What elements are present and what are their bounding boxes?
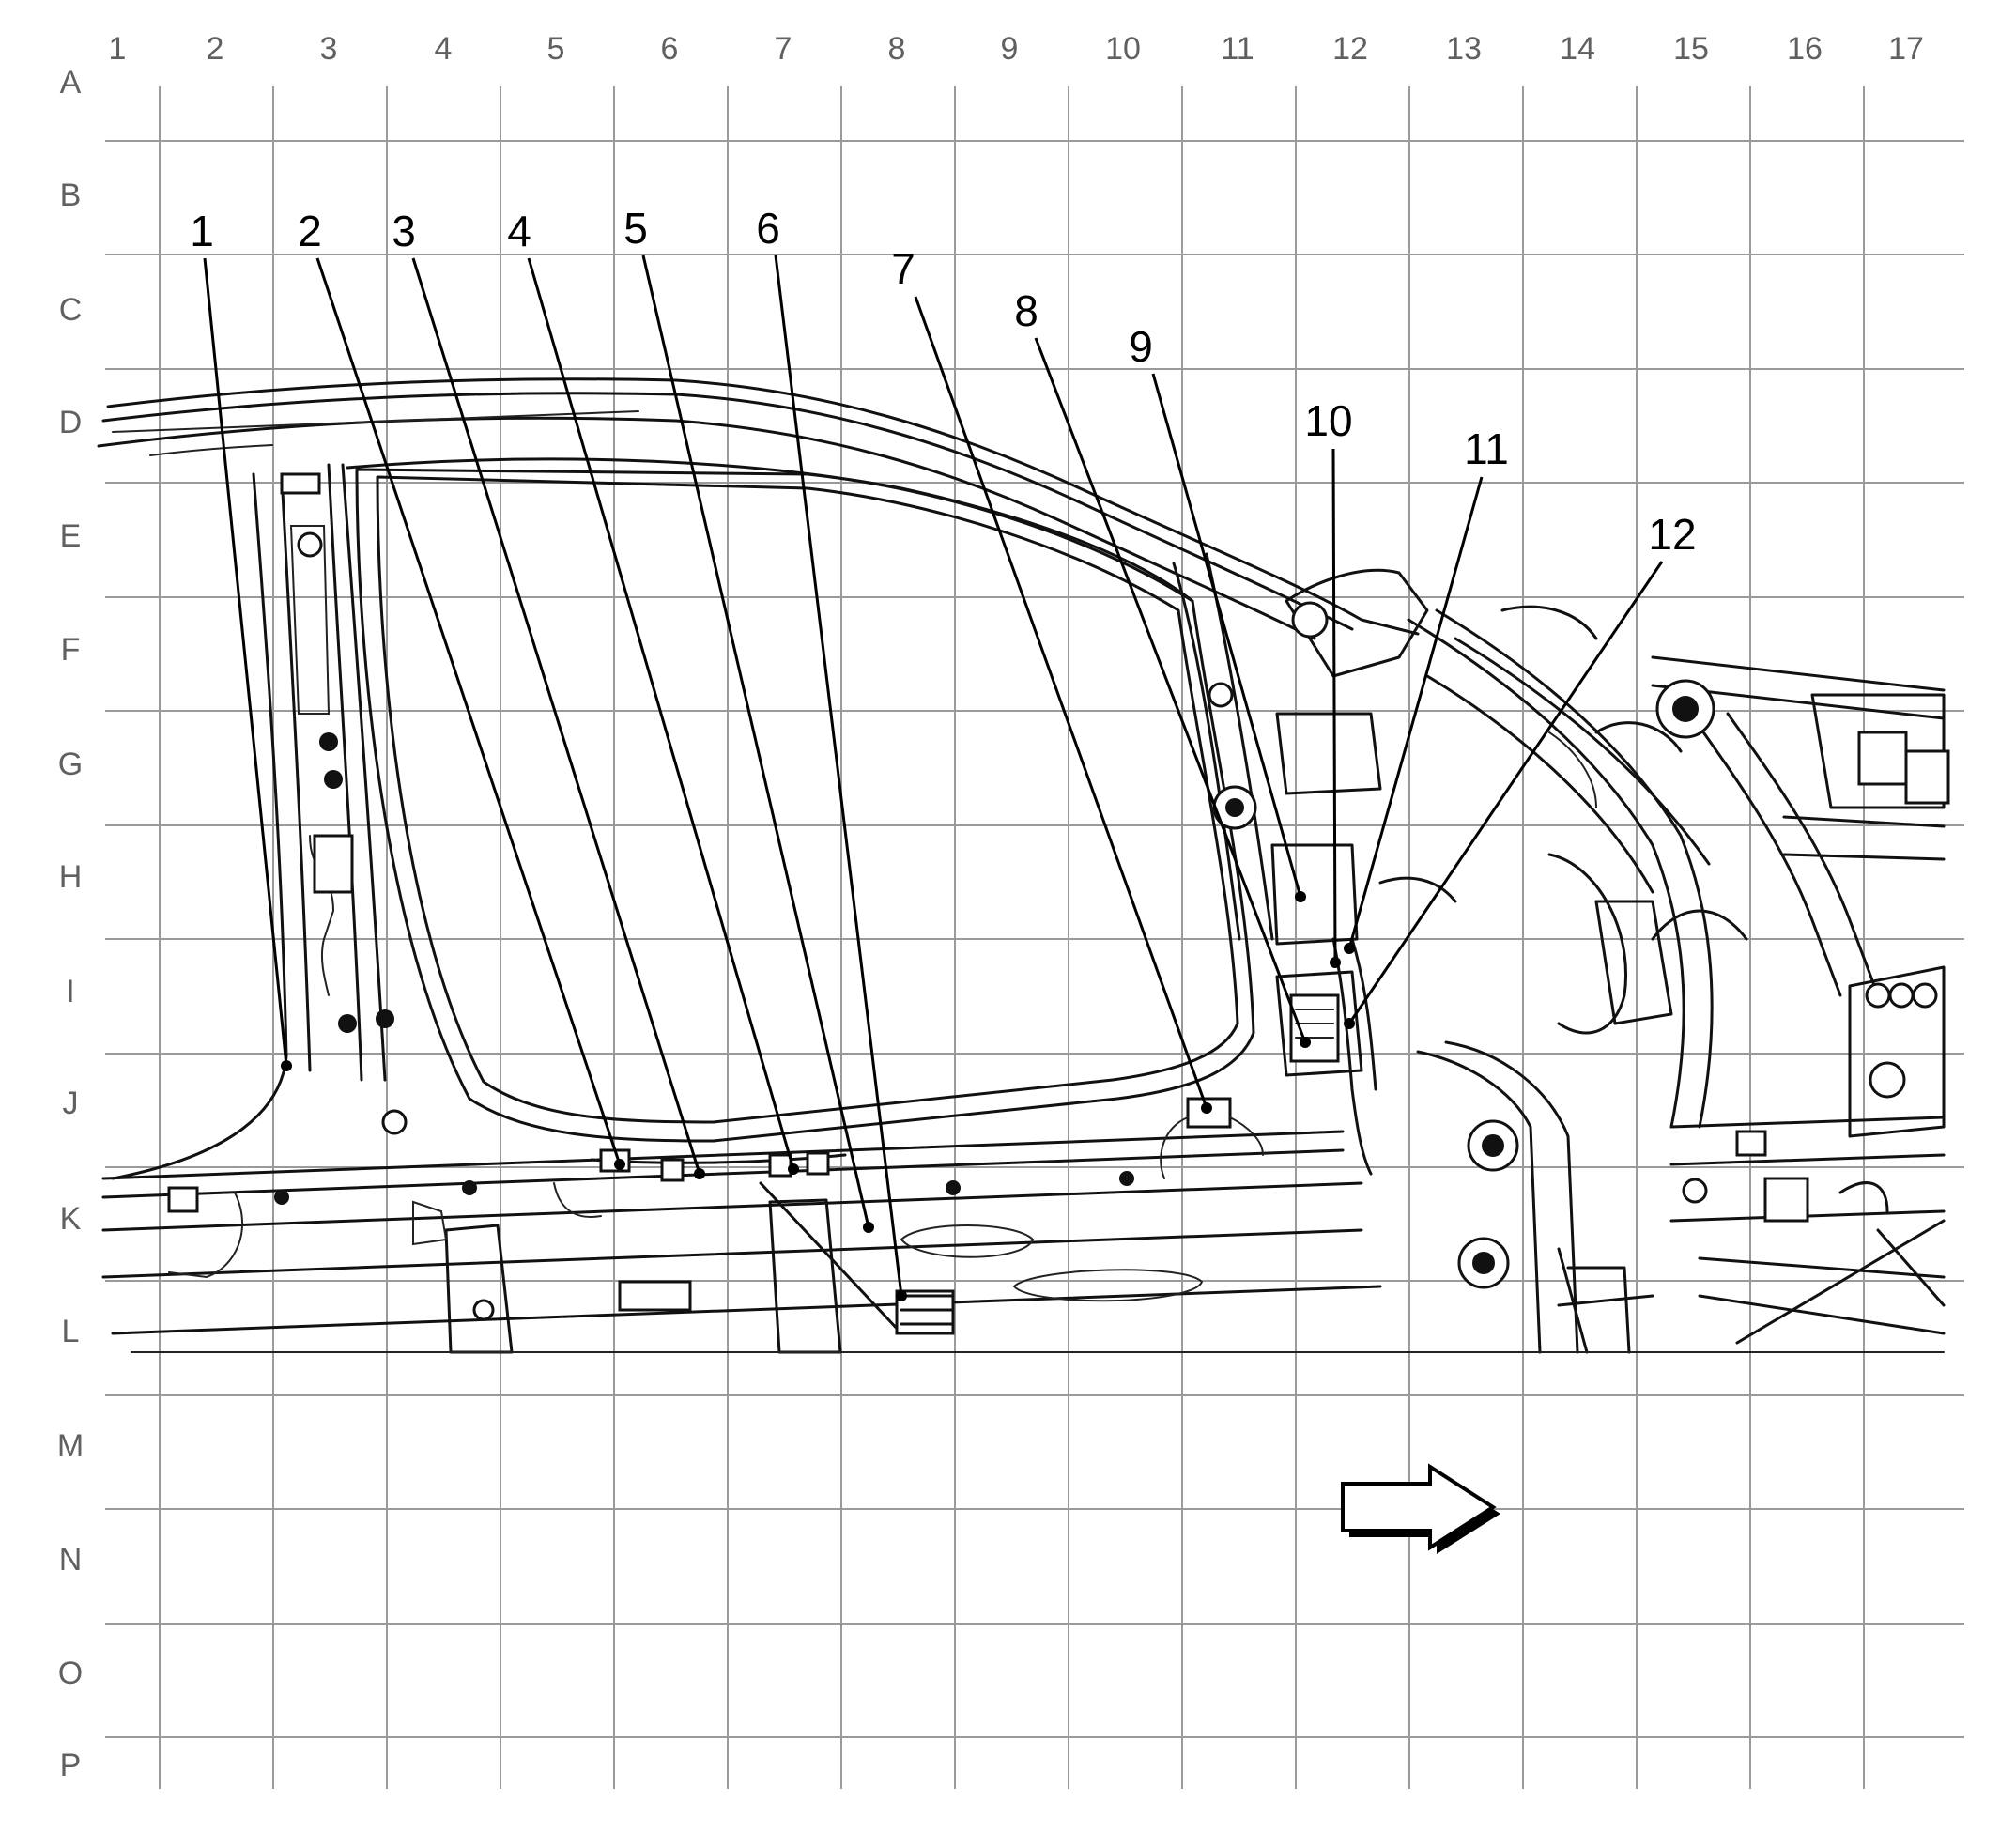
callout-label: 6 xyxy=(756,204,780,253)
callout-label: 9 xyxy=(1129,322,1153,371)
grid-row-label: O xyxy=(58,1656,83,1691)
callout-leader-dot xyxy=(863,1222,874,1233)
grid-row-label: N xyxy=(59,1542,83,1578)
callout-leader-dot xyxy=(694,1168,705,1179)
callout-leader-line xyxy=(527,257,795,1170)
callout-leader-dot xyxy=(1344,1018,1355,1029)
grid-row-label: I xyxy=(66,974,74,1009)
callout-leader-line xyxy=(774,254,903,1297)
callout-leader-line xyxy=(641,254,870,1228)
callout-label: 10 xyxy=(1304,396,1352,445)
grid-row-label: M xyxy=(57,1428,84,1464)
grid-row-label: F xyxy=(61,632,81,668)
grid-column-label: 5 xyxy=(547,31,565,67)
grid-column-label: 17 xyxy=(1888,31,1924,67)
grid-column-label: 2 xyxy=(207,31,224,67)
grid-row-label: B xyxy=(60,177,82,213)
callout-leader-line xyxy=(1151,373,1302,898)
callout-leader-line xyxy=(203,257,288,1067)
grid-row-label: P xyxy=(60,1748,82,1783)
callout-leader-dot xyxy=(1295,891,1306,902)
grid-column-label: 1 xyxy=(109,31,127,67)
row-labels: A B C D E F G H I J K L M N O P xyxy=(57,65,84,1783)
callout-leader-line xyxy=(1034,337,1307,1043)
callout-leader-line xyxy=(1347,476,1484,949)
callout-label: 12 xyxy=(1648,510,1696,559)
grid-row-label: H xyxy=(59,859,83,895)
callout-leader-line xyxy=(315,257,622,1165)
callout-leader-dot xyxy=(281,1060,292,1071)
callout-leader-line xyxy=(1347,561,1664,1024)
grid-column-label: 11 xyxy=(1221,31,1254,67)
callout-label: 5 xyxy=(623,204,648,253)
grid-row-label: D xyxy=(59,405,83,440)
callout-label: 2 xyxy=(298,207,322,255)
callout-leader-dot xyxy=(1344,943,1355,954)
grid-row-label: G xyxy=(58,747,83,782)
grid-column-label: 12 xyxy=(1332,31,1368,67)
grid-row-label: C xyxy=(59,292,83,328)
grid-column-label: 14 xyxy=(1560,31,1595,67)
right-arrow-icon xyxy=(1341,1463,1500,1554)
callout-label: 4 xyxy=(507,207,531,255)
grid-column-label: 3 xyxy=(320,31,338,67)
callout-leader-dot xyxy=(896,1290,907,1301)
callout-leader-line xyxy=(914,296,1208,1109)
grid-row-label: E xyxy=(60,518,82,554)
grid-row-label: L xyxy=(62,1314,80,1349)
callout-leader-line xyxy=(1331,448,1337,963)
callout-leader-dot xyxy=(1330,957,1341,968)
callout-label: 1 xyxy=(190,207,214,255)
grid-column-label: 7 xyxy=(775,31,792,67)
grid-column-label: 8 xyxy=(888,31,906,67)
callout-leader-dot xyxy=(614,1159,625,1170)
callout-leader-dot xyxy=(788,1163,799,1175)
callout-label: 11 xyxy=(1464,424,1509,473)
grid-column-label: 13 xyxy=(1446,31,1482,67)
callout-leader-lines xyxy=(203,254,1664,1301)
grid-row-label: J xyxy=(63,1086,79,1121)
grid-row-label: K xyxy=(60,1201,82,1237)
grid-column-label: 9 xyxy=(1001,31,1019,67)
grid-row-label: A xyxy=(60,65,82,100)
grid-column-label: 15 xyxy=(1673,31,1709,67)
grid-lines xyxy=(105,86,1964,1789)
callout-label: 3 xyxy=(392,207,416,255)
grid-column-label: 6 xyxy=(661,31,679,67)
callout-label: 8 xyxy=(1014,286,1038,335)
callout-leader-dot xyxy=(1300,1037,1311,1048)
grid-column-label: 4 xyxy=(435,31,453,67)
grid-column-label: 10 xyxy=(1105,31,1141,67)
callout-label: 7 xyxy=(891,244,915,293)
callout-leader-line xyxy=(411,257,701,1175)
grid-column-label: 16 xyxy=(1787,31,1823,67)
callout-leader-dot xyxy=(1201,1102,1212,1114)
